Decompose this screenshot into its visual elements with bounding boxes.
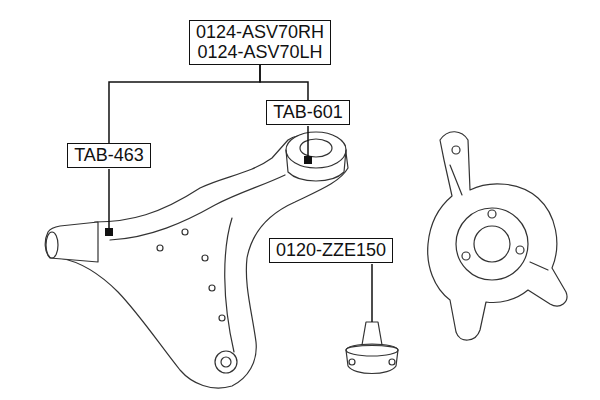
front-bushing-end bbox=[46, 232, 58, 258]
steering-knuckle bbox=[428, 132, 567, 340]
part-number: TAB-601 bbox=[273, 102, 343, 122]
rear-bushing-body bbox=[286, 150, 346, 181]
leader-line bbox=[371, 264, 373, 322]
hub-bore bbox=[456, 208, 528, 280]
part-number: TAB-463 bbox=[74, 145, 144, 165]
leader-line bbox=[108, 169, 110, 232]
part-number-box: TAB-601 bbox=[266, 100, 350, 125]
ball-joint-seat-inner bbox=[221, 357, 231, 367]
arm-rib bbox=[110, 175, 285, 240]
pointer-mark bbox=[304, 156, 312, 164]
rear-bushing-inner bbox=[300, 139, 332, 157]
hub-bolt-hole bbox=[488, 210, 496, 218]
knuckle-rib bbox=[450, 165, 548, 270]
ball-joint-flange bbox=[346, 344, 398, 356]
part-number: 0124-ASV70RH bbox=[196, 22, 324, 42]
hub-bolt-hole bbox=[516, 246, 524, 254]
arm-hole bbox=[157, 245, 163, 251]
front-bushing bbox=[45, 222, 98, 262]
part-number: 0124-ASV70LH bbox=[196, 42, 324, 62]
part-number-box: 0124-ASV70RH0124-ASV70LH bbox=[189, 20, 331, 65]
arm-hole bbox=[202, 255, 208, 261]
bracket-connector bbox=[109, 65, 260, 143]
leader-line bbox=[307, 126, 309, 160]
ball-joint-body bbox=[346, 346, 398, 374]
ball-joint-seat bbox=[215, 351, 237, 373]
ball-joint-bolt bbox=[389, 359, 395, 365]
ball-joint-stud bbox=[362, 322, 382, 345]
pointer-mark bbox=[105, 228, 113, 236]
arm-hole bbox=[182, 229, 188, 235]
rear-bushing bbox=[286, 132, 346, 168]
strut-bolt-hole bbox=[452, 146, 460, 154]
part-number: 0120-ZZE150 bbox=[276, 240, 386, 260]
arm-hole bbox=[209, 285, 215, 291]
part-number-box: TAB-463 bbox=[67, 143, 151, 168]
hub-bore-inner bbox=[474, 226, 510, 262]
arm-hole bbox=[219, 315, 225, 321]
ball-joint-bolt bbox=[349, 359, 355, 365]
part-number-box: 0120-ZZE150 bbox=[269, 238, 393, 263]
bracket-connector bbox=[260, 65, 308, 100]
hub-bolt-hole bbox=[462, 252, 470, 260]
arm-rib bbox=[225, 218, 234, 352]
